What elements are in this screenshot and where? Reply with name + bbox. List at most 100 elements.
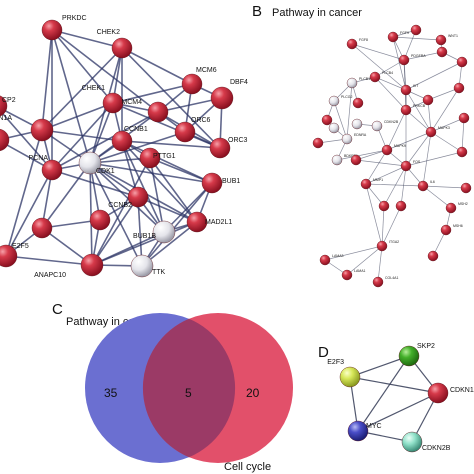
node-ednra [341,133,353,145]
edge-b16-il6 [422,185,467,189]
node-label-orc6: ORC6 [191,117,211,124]
node-itga2 [376,240,388,252]
node-label-itga2: ITGA2 [389,240,399,244]
edge-ccnb1-bub1 [121,140,213,184]
edge-ccnb2-anapc10 [91,196,139,266]
edge-prkcb-mapk3 [405,109,432,133]
node-b1 [436,46,448,58]
node-label-cdkn1a: CDKN1A [0,115,12,122]
panel-c-venn: C Pathway in cancer 35 5 20 Cell cycle [52,301,293,473]
edge-b2-kit [405,61,463,91]
node-b4 [453,82,465,94]
venn-intersection-count: 5 [185,386,192,400]
node-label-mmp1: MMP1 [373,178,383,182]
node-mcm6 [181,73,203,95]
node-label-pttg1: PTTG1 [153,153,176,160]
node-label-anapc10: ANAPC10 [34,272,66,279]
edge-chek2-mcm6 [121,47,193,85]
edge-pttg1-mad2l1 [149,157,198,223]
panel-d-nodes: SKP2E2F3CDKN1AMYCCDKN2B [327,343,474,453]
node-b16 [460,182,472,194]
edge-b9-b10 [461,117,465,153]
edge-mapk3-il6 [422,131,432,187]
edge-mcm6-chek1 [112,83,193,104]
node-na2 [31,217,53,239]
node-b3 [410,24,422,36]
node-dbf4 [210,86,234,110]
edge-plcb4-kit [374,76,407,91]
node-cdkn2b [371,120,383,132]
node-label-mapk9: MAPK9 [394,144,406,148]
edge-cdk1-anapc10 [89,162,93,266]
edge-pcna-e2f5 [5,169,53,257]
edge-mcm4-pcna [51,111,159,171]
edge-b12-itga2 [381,205,402,247]
node-label-plcb4: PLCB4 [382,71,393,75]
node-b8 [422,94,434,106]
node-label-il6: IL6 [430,180,435,184]
node-ccnb1 [111,130,133,152]
node-label-mcm4: MCM4 [121,99,142,106]
node-label-mcm6: MCM6 [196,67,217,74]
node-b7 [312,137,324,149]
node-label-plcb1: PLCB1 [359,77,370,81]
edge-b9-mapk3 [430,117,465,133]
node-cdkn2b [401,431,423,453]
node-label-fgf9: FGF9 [400,31,409,35]
node-b5 [352,97,364,109]
node-label-pcna: PCNA [29,155,49,162]
node-label-pdgfra: PDGFRA [411,54,426,58]
node-mapk9 [381,144,393,156]
edge-fgf8-kit [351,43,407,91]
node-fgf9 [387,31,399,43]
node-label-msh6: MSH6 [453,224,463,228]
node-mapk3 [425,126,437,138]
node-b15 [351,118,363,130]
edge-il6-msh2 [422,185,452,209]
node-mcm4 [147,101,169,123]
edge-mad2l1-ttk [141,221,198,267]
node-label-msh2: MSH2 [458,202,468,206]
node-label-bub1b: BUB1B [133,233,156,240]
edge-cdkn1a-e2f5 [5,129,43,257]
edge-b1-pdgfra [403,51,443,61]
node-label-ccnb1: CCNB1 [124,126,148,133]
node-cdkn1a [427,382,449,404]
edge-ccnb1-bub1b [121,140,165,233]
edge-plcb4-prkcb [374,76,407,111]
node-skp2 [398,345,420,367]
venn-left-count: 35 [104,386,118,400]
node-ttk [130,254,154,278]
panel-b-title: Pathway in cancer [272,7,362,19]
edge-cdk1-bub1b [89,162,165,233]
edge-prkdc-cdk1 [51,29,91,164]
node-mmp1 [360,178,372,190]
node-orc3 [209,137,231,159]
node-label-ednra: EDNRA [354,133,367,137]
node-label-mad2l1: MAD2L1 [205,219,232,226]
edge-ccnb2-ttk [137,196,143,267]
edge-b4-mapk3 [430,87,460,133]
node-label-chek1: CHEK1 [82,85,105,92]
edge-bub1-ttk [141,182,213,267]
edge-fos-mmp1 [365,165,407,185]
node-chek2 [111,37,133,59]
edge-itga2-lama1 [346,245,383,276]
node-anapc10 [80,253,104,277]
edge-b17-itga2 [381,205,385,247]
node-plcg2 [328,95,340,107]
edge-b11-fos [355,159,407,167]
panel-d-network: D SKP2E2F3CDKN1AMYCCDKN2B [318,343,474,453]
edge-skp2-myc [357,355,410,432]
node-b9 [458,112,470,124]
node-pdgfra [398,54,410,66]
edge-fgf9-kit [392,36,407,91]
edge-b4-b8 [427,87,460,101]
edge-b11-mapk9 [355,149,388,161]
edge-itga2-mmp1 [365,183,383,247]
node-e2f5 [0,244,18,268]
edge-itga2-lama3 [324,245,383,261]
node-label-chek2: CHEK2 [97,29,120,36]
node-label-prkdc: PRKDC [62,15,87,22]
edge-pcna-ccnb2 [51,169,139,198]
